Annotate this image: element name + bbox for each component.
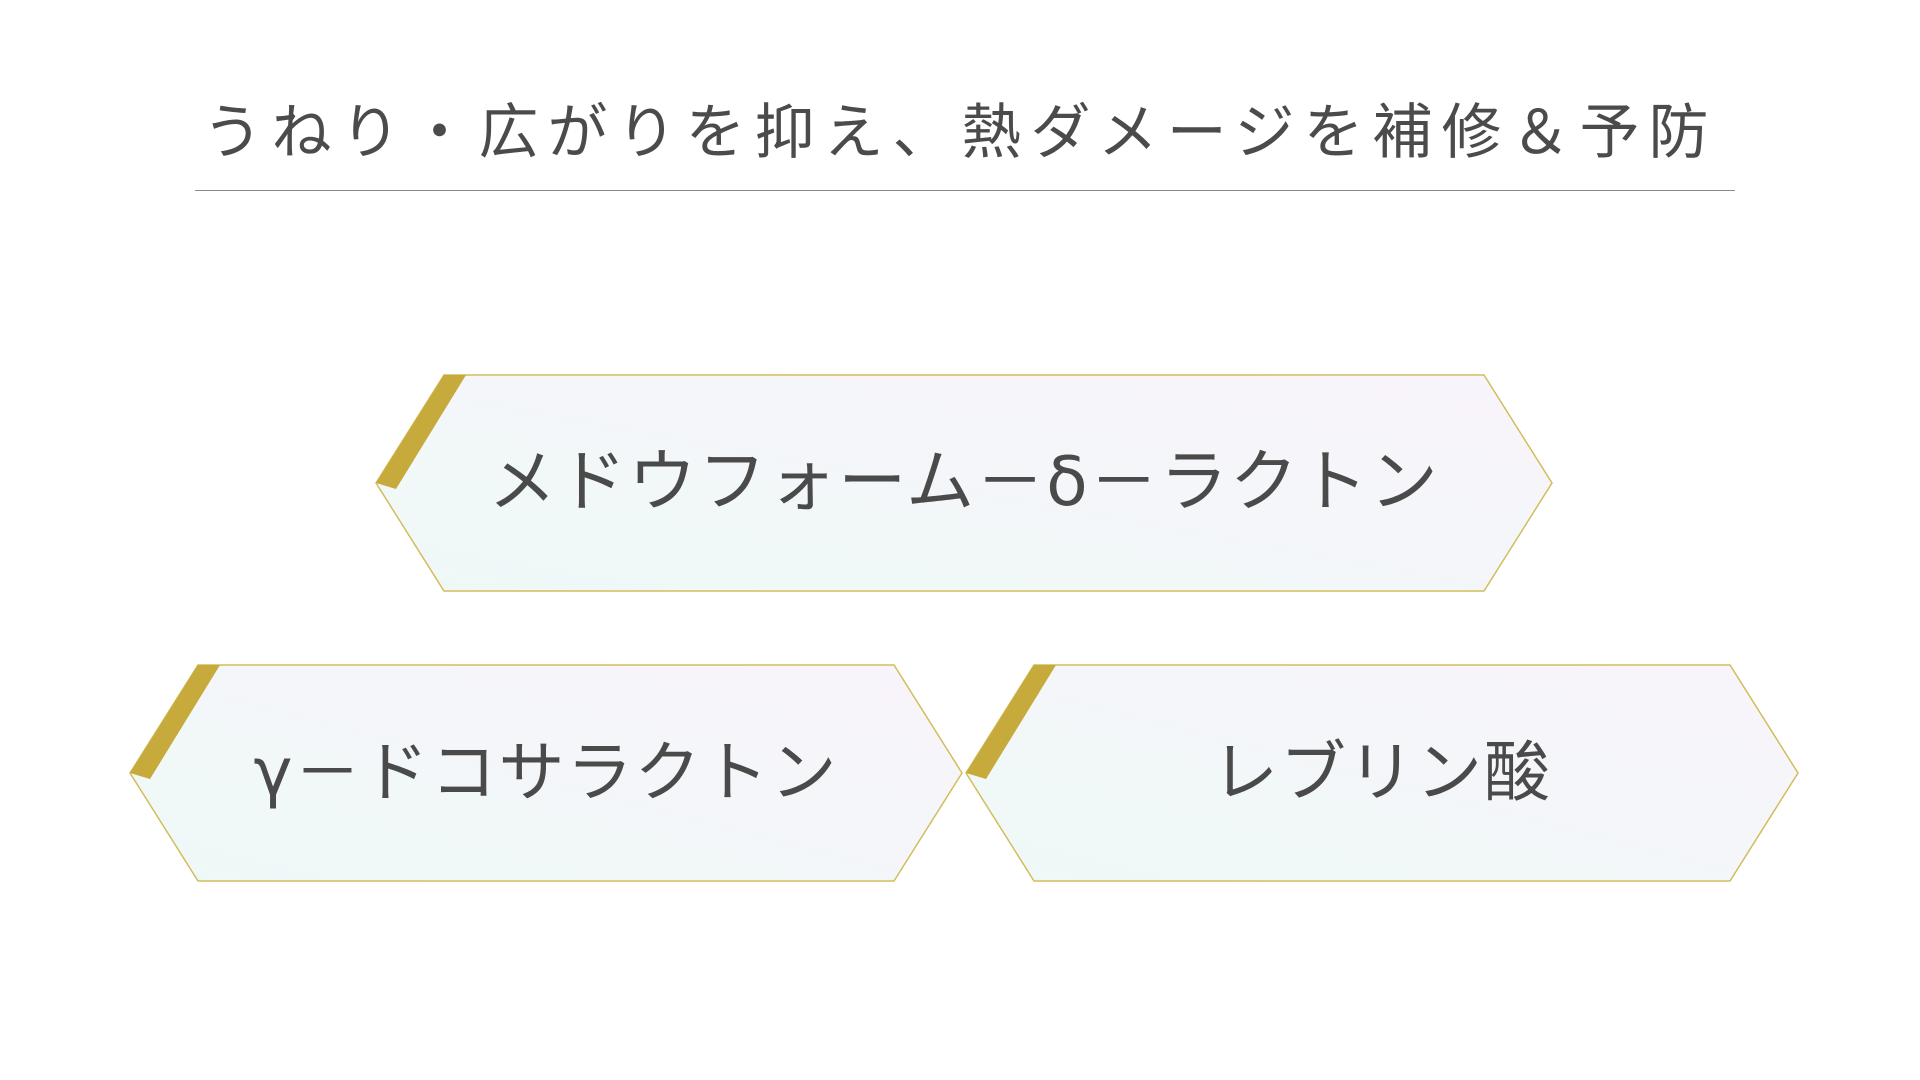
ingredient-badge-docosalactone: γ－ドコサラクトン [128, 664, 964, 882]
ingredient-badge-meadowfoam: メドウフォーム－δ－ラクトン [374, 374, 1554, 592]
badge-shape [129, 664, 963, 882]
badge-shape [375, 374, 1553, 592]
headline: うねり・広がりを抑え、熱ダメージを補修＆予防 [202, 98, 1718, 168]
ingredient-label: γ－ドコサラクトン [253, 734, 839, 811]
badge-shape [965, 664, 1799, 882]
ingredient-label: メドウフォーム－δ－ラクトン [488, 443, 1440, 522]
ingredient-label: レブリン酸 [1212, 734, 1552, 811]
accent-stripe [376, 375, 466, 489]
accent-stripe [130, 665, 220, 779]
accent-stripe [966, 665, 1056, 779]
headline-divider [195, 190, 1735, 191]
ingredient-badge-levulinic-acid: レブリン酸 [964, 664, 1800, 882]
